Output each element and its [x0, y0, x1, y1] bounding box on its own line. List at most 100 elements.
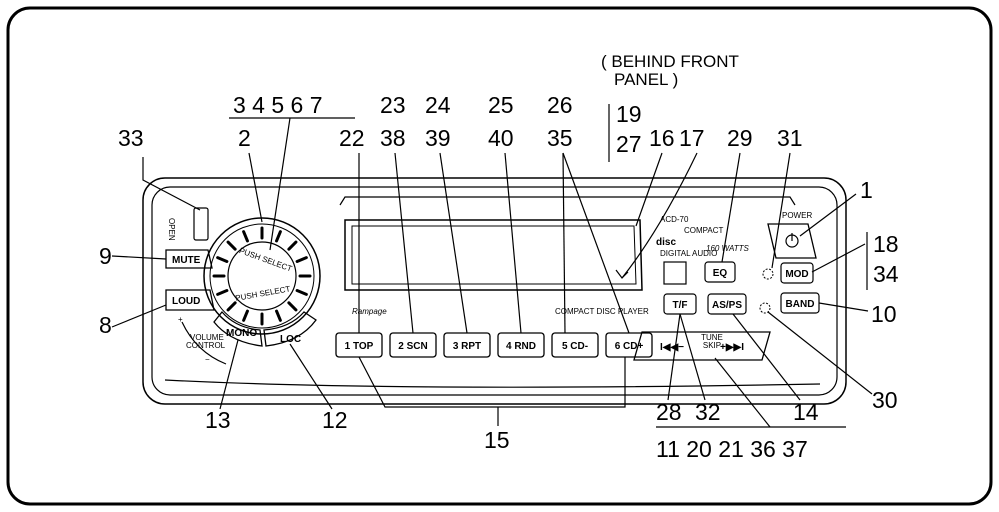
volume-arc [181, 321, 227, 365]
knob-grip-mark [295, 256, 308, 263]
callout-27: 27 [616, 131, 642, 157]
knob-grip-mark [242, 230, 249, 243]
ir-sensor [663, 261, 687, 285]
loc-button[interactable] [263, 311, 317, 347]
eq-label: EQ [713, 268, 728, 279]
preset-3-label: 3 RPT [453, 341, 481, 352]
callout-35: 35 [547, 125, 573, 151]
mono-button[interactable] [213, 310, 263, 347]
knob-grip-mark [287, 301, 298, 312]
callout-23: 23 [380, 92, 406, 118]
callout-18: 18 [873, 231, 899, 257]
prev-label: I◀◀− [660, 342, 684, 353]
callout-39: 39 [425, 125, 451, 151]
callout-15: 15 [484, 427, 510, 453]
loud-button[interactable] [165, 289, 215, 311]
compact-label: COMPACT [684, 226, 724, 235]
mod-label: MOD [785, 269, 808, 280]
power-button[interactable] [767, 223, 817, 259]
knob-grip-mark [216, 256, 229, 263]
knob-grip-mark [275, 309, 282, 322]
callout-19: 19 [616, 101, 642, 127]
callout-40: 40 [488, 125, 514, 151]
preset-5-button[interactable] [551, 332, 599, 358]
note-line-1: ( BEHIND FRONT [601, 52, 739, 71]
callout-22: 22 [339, 125, 365, 151]
knob-grip-mark [242, 309, 249, 322]
mono-label: MONO [226, 328, 257, 339]
preset-2-label: 2 SCN [398, 341, 427, 352]
led-indicator-30 [759, 302, 771, 314]
display-window [344, 219, 643, 291]
callout-25: 25 [488, 92, 514, 118]
callout-12: 12 [322, 407, 348, 433]
callout-28: 28 [656, 399, 682, 425]
callout-30: 30 [872, 387, 898, 413]
tf-label: T/F [673, 300, 688, 311]
callout-34: 34 [873, 261, 899, 287]
open-button[interactable] [193, 207, 209, 241]
band-label: BAND [786, 299, 815, 310]
select-label-top: PUSH SELECT [238, 246, 293, 274]
watts-label: 160 WATTS [706, 244, 749, 253]
knob-grip-mark [275, 230, 282, 243]
asps-label: AS/PS [712, 300, 742, 311]
mute-label: MUTE [172, 255, 201, 266]
knob-rim [209, 223, 315, 329]
leader-lines [111, 117, 873, 428]
volume-plus: + [178, 315, 183, 324]
preset-6-label: 6 CD+ [615, 341, 644, 352]
unit-inner [151, 186, 838, 396]
volume-knob[interactable]: PUSH SELECT PUSH SELECT [203, 217, 321, 335]
knob-outer-ring [203, 217, 321, 335]
callout-10: 10 [871, 301, 897, 327]
callout-17: 17 [679, 125, 705, 151]
knob-grip-mark [287, 240, 298, 251]
callout-16: 16 [649, 125, 675, 151]
power-label: POWER [782, 211, 812, 220]
volume-label: VOLUME [190, 333, 224, 342]
loud-label: LOUD [172, 296, 200, 307]
callout-3-7: 3 4 5 6 7 [233, 92, 323, 118]
display-inner [351, 225, 637, 285]
brand-logo: Rampage [352, 307, 387, 316]
eq-button[interactable] [704, 261, 736, 283]
knob-grip-mark [216, 289, 229, 296]
loc-label: LOC [280, 334, 301, 345]
next-label: +▶▶I [720, 342, 744, 353]
tune-label: TUNE [701, 333, 723, 342]
callout-29: 29 [727, 125, 753, 151]
mod-button[interactable] [780, 262, 814, 284]
volume-minus: − [205, 355, 210, 364]
asps-button[interactable] [707, 293, 747, 315]
callout-31: 31 [777, 125, 803, 151]
led-indicator-31 [762, 268, 774, 280]
knob-grip-mark [226, 240, 237, 251]
tune-skip-rocker[interactable] [633, 331, 771, 361]
callout-14: 14 [793, 399, 819, 425]
callout-11-37: 11 20 21 36 37 [656, 436, 808, 462]
callout-33: 33 [118, 125, 144, 151]
digital-audio-label: DIGITAL AUDIO [660, 249, 717, 258]
knob-grip-marks [212, 226, 312, 326]
knob-center[interactable] [227, 241, 297, 311]
callout-24: 24 [425, 92, 451, 118]
skip-label: SKIP [703, 341, 721, 350]
top-slot [339, 196, 796, 206]
mute-button[interactable] [165, 249, 213, 269]
callout-26: 26 [547, 92, 573, 118]
note-line-2: PANEL ) [614, 70, 678, 89]
disc-logo: disc [656, 237, 676, 248]
open-label: OPEN [167, 218, 176, 241]
callout-8: 8 [99, 312, 112, 338]
control-label: CONTROL [186, 341, 226, 350]
unit-lip [164, 379, 821, 388]
unit-outer [142, 177, 847, 405]
model-label: ACD-70 [660, 215, 689, 224]
preset-1-label: 1 TOP [345, 341, 374, 352]
preset-buttons: 1 TOP 2 SCN 3 RPT 4 RND 5 CD- 6 CD+ [335, 332, 653, 358]
callout-13: 13 [205, 407, 231, 433]
callout-38: 38 [380, 125, 406, 151]
cd-player-label: COMPACT DISC PLAYER [555, 307, 649, 316]
